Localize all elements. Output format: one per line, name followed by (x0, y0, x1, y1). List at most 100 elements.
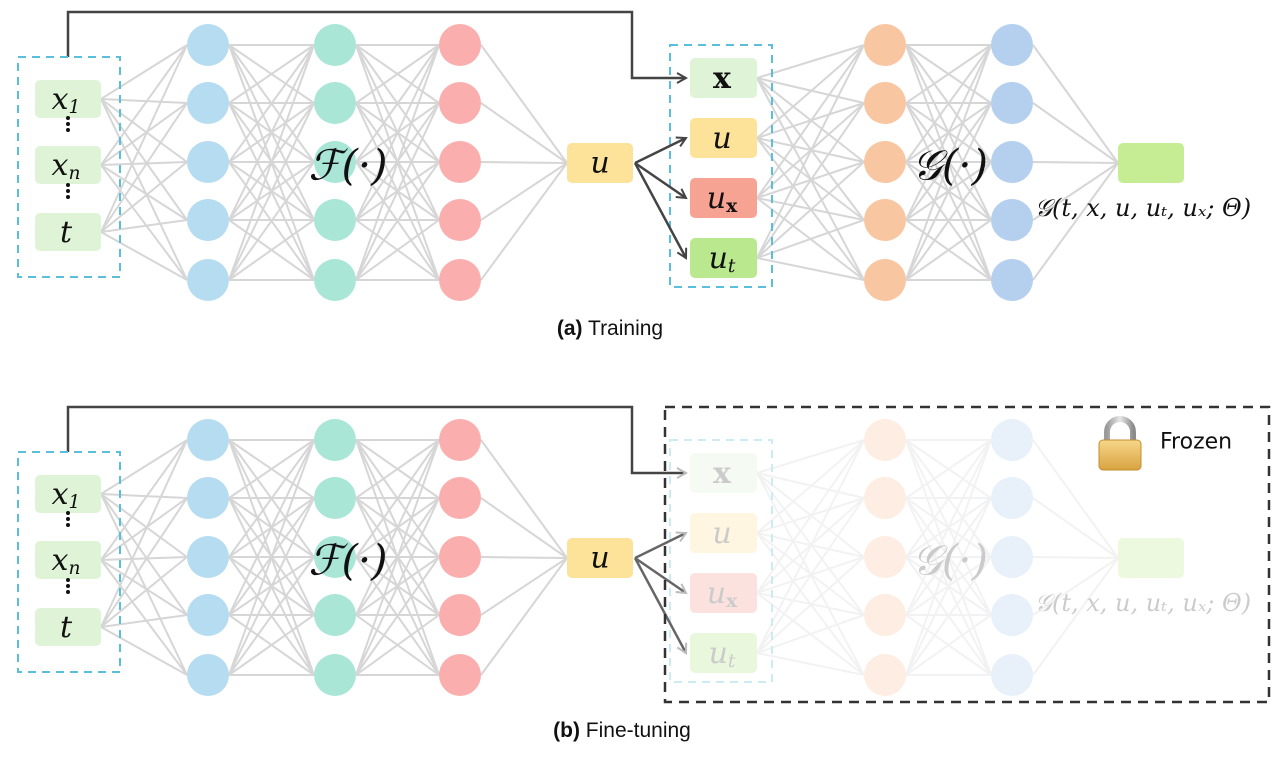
edge (228, 614, 315, 676)
feature-label-main: u (707, 576, 726, 611)
ellipsis-dot (66, 578, 70, 582)
edge (355, 439, 440, 616)
input-label: x1 (52, 477, 81, 513)
edge (100, 219, 188, 233)
edges-group (100, 439, 568, 676)
encoder-node-layer2 (314, 419, 356, 461)
feature-label-main: x (713, 61, 732, 96)
edge (1032, 557, 1119, 616)
encoder-node-layer1 (187, 477, 229, 519)
edge (1032, 161, 1119, 164)
input-label: xn (52, 148, 81, 184)
decoder-label: 𝒢(·) (912, 536, 988, 585)
edge (1032, 557, 1119, 676)
encoder-node-layer3 (439, 199, 481, 241)
encoder-node-layer1 (187, 419, 229, 461)
edge (905, 497, 992, 558)
input-box (35, 608, 101, 646)
decoder-edges-group (756, 439, 1119, 676)
feature-label-main: u (707, 181, 726, 216)
edge (100, 98, 188, 281)
feature-label-main: u (712, 516, 731, 551)
edge (480, 162, 568, 281)
edge (905, 614, 992, 676)
panel-caption: (a) Training (557, 317, 663, 340)
ellipsis-dot (66, 523, 70, 527)
edge (480, 557, 568, 676)
edge (756, 556, 865, 654)
edge (1032, 497, 1119, 559)
edge (100, 439, 188, 628)
edge (905, 439, 992, 616)
edge (756, 439, 865, 654)
ellipsis-dot (66, 584, 70, 588)
edge (905, 161, 992, 281)
input-group-border (17, 56, 121, 278)
latent-box (567, 538, 633, 578)
edge (756, 497, 865, 594)
feature-box (690, 573, 757, 613)
edge (756, 592, 865, 616)
edge (756, 472, 865, 616)
feature-box (690, 118, 757, 158)
edge (355, 44, 440, 221)
decoder-node-layer1 (864, 594, 906, 636)
edge (905, 439, 992, 676)
edge (100, 164, 188, 281)
edge (228, 219, 315, 281)
edge (905, 439, 992, 558)
encoder-node-layer1 (187, 536, 229, 578)
edge (905, 556, 992, 676)
edge (355, 219, 440, 281)
input-group-border (17, 451, 121, 673)
edge (480, 161, 568, 164)
edge (228, 161, 315, 281)
lock-body (1098, 439, 1142, 471)
encoder-node-layer1 (187, 654, 229, 696)
edge (228, 439, 315, 499)
edge (355, 161, 440, 281)
edge (480, 439, 568, 559)
edge (756, 257, 865, 281)
edge (355, 556, 440, 676)
edge (355, 102, 440, 281)
edge (905, 497, 992, 676)
decoder-node-layer1 (864, 82, 906, 124)
edge (756, 44, 865, 79)
decoder-label: 𝒢(·) (912, 141, 988, 190)
edge (100, 497, 188, 628)
decoder-edges-group (756, 44, 1119, 281)
edge (756, 472, 865, 499)
lock-shackle (1104, 416, 1136, 442)
input-box (35, 146, 101, 184)
edge (756, 472, 865, 558)
edge (100, 556, 188, 628)
decoder-node-layer2 (991, 24, 1033, 66)
feature-label: ut (709, 241, 736, 277)
feature-label: u (712, 121, 731, 156)
decoder-node-layer2 (991, 419, 1033, 461)
edge (100, 161, 188, 166)
decoder-node-layer2 (991, 477, 1033, 519)
ellipsis-dot (66, 128, 70, 132)
edge (756, 102, 865, 259)
edge (100, 44, 188, 166)
encoder-node-layer3 (439, 594, 481, 636)
edge (905, 439, 992, 499)
encoder-node-layer1 (187, 82, 229, 124)
feature-label-subscript: t (728, 256, 736, 277)
decoder-node-layer1 (864, 654, 906, 696)
edge (905, 556, 992, 616)
edge (1032, 162, 1119, 221)
feature-label-main: u (709, 636, 728, 671)
feature-group-border (669, 44, 773, 288)
latent-box (567, 143, 633, 183)
latent-label: u (590, 146, 609, 181)
decoder-node-layer2 (991, 82, 1033, 124)
edge (100, 439, 188, 561)
edge (480, 44, 568, 164)
encoder-node-layer1 (187, 199, 229, 241)
edge (905, 102, 992, 281)
ellipsis-dot (66, 183, 70, 187)
